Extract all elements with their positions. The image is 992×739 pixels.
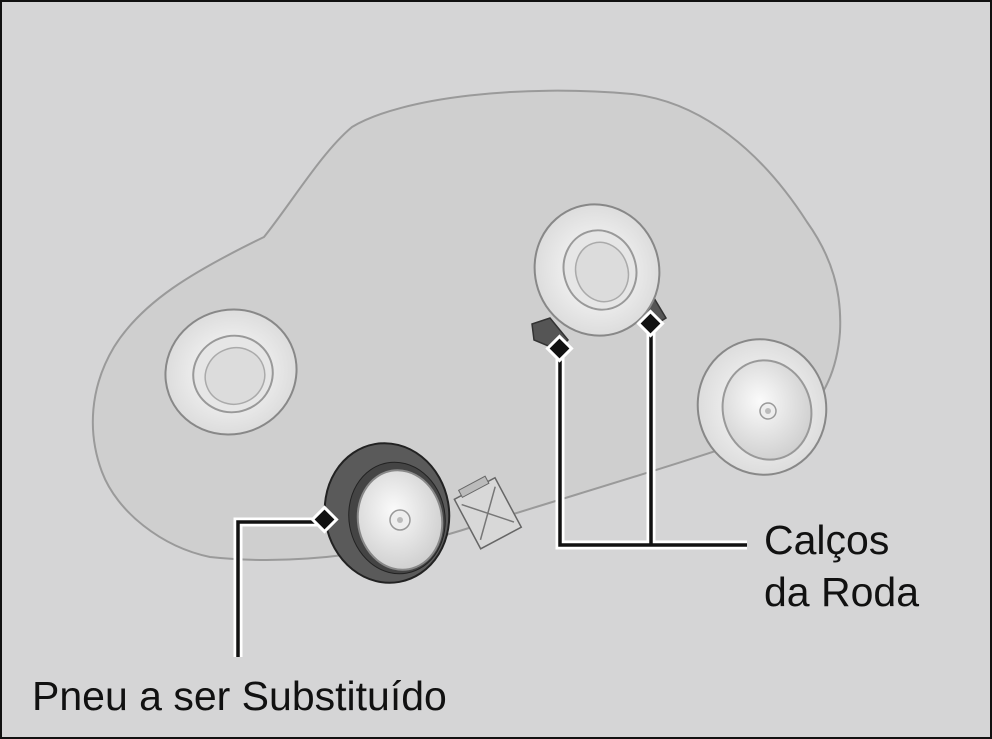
wheel-chocks-line1: Calços — [764, 517, 890, 563]
wheel-chocks-label: Calços da Roda — [764, 514, 919, 618]
wheel-chocks-line2: da Roda — [764, 569, 920, 615]
callout-lines — [233, 324, 747, 657]
callout-markers — [310, 309, 665, 534]
marker-tire — [310, 505, 339, 534]
car-jack — [453, 475, 523, 550]
front-right-wheel — [696, 338, 828, 476]
tire-to-replace — [323, 442, 451, 584]
marker-chock-right — [636, 309, 665, 338]
tire-to-replace-label: Pneu a ser Substituído — [32, 673, 447, 719]
marker-chock-left — [545, 334, 574, 363]
rear-left-wheel — [164, 308, 298, 436]
